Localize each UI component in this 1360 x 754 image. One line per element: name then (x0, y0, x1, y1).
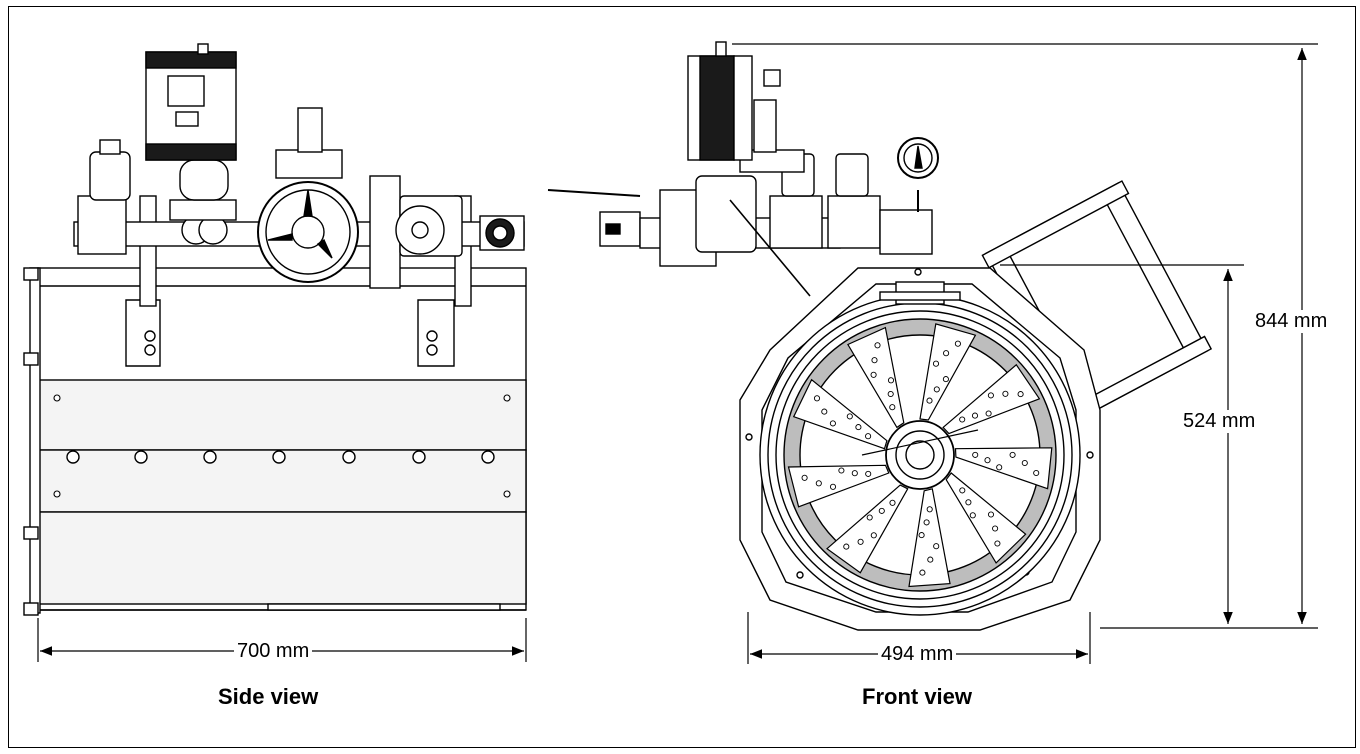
blade-perforation (972, 451, 979, 458)
blade-perforation (927, 556, 934, 563)
gas-train-side (73, 107, 525, 289)
regulator-disc (257, 181, 359, 283)
blade-perforation (874, 342, 881, 349)
blade-perforation (887, 390, 894, 398)
fan-blade (945, 472, 1027, 564)
fan-blade (908, 488, 951, 588)
blade-perforation (932, 360, 940, 367)
blade-perforation (943, 350, 950, 357)
fan-blades (787, 323, 1053, 588)
blade-perforation (843, 543, 850, 550)
blade-perforation (870, 532, 877, 539)
blade-perforation (969, 512, 976, 519)
blade-perforation (926, 397, 933, 404)
blade-perforation (871, 357, 878, 364)
side-width-label: 700 mm (234, 640, 313, 663)
blade-perforation (971, 412, 979, 419)
blade-perforation (1002, 390, 1009, 397)
blade-perforation (829, 420, 836, 427)
blade-perforation (926, 506, 933, 513)
blade-perforation (855, 424, 862, 431)
blade-perforation (996, 464, 1003, 471)
fan-blade (826, 484, 909, 574)
blade-perforation (846, 413, 853, 420)
blade-perforation (918, 532, 925, 539)
control-box-side (145, 43, 237, 161)
blade-perforation (933, 386, 940, 393)
flange-bolts (23, 267, 39, 616)
blade-perforation (1017, 391, 1024, 398)
blade-perforation (954, 340, 961, 347)
fan-blade (919, 323, 977, 421)
fan-blade (847, 326, 905, 429)
blade-perforation (887, 377, 895, 384)
blade-perforation (919, 569, 926, 576)
blade-perforation (866, 514, 873, 521)
panel-screws (53, 394, 511, 498)
blade-perforation (985, 410, 992, 417)
total-height-label: 844 mm (1252, 310, 1331, 333)
fan-blade (787, 464, 890, 508)
drawing-frame (8, 6, 1356, 748)
blade-perforation (1021, 459, 1028, 467)
blade-perforation (815, 480, 822, 487)
blade-perforation (987, 511, 995, 518)
motor-housing (981, 180, 1213, 424)
side-view (23, 43, 527, 616)
blade-perforation (857, 538, 864, 545)
blade-perforation (1033, 469, 1040, 477)
blade-perforation (994, 540, 1001, 547)
blade-perforation (992, 525, 999, 532)
blade-perforation (865, 470, 872, 477)
blade-perforation (801, 474, 808, 481)
side-view-caption: Side view (218, 684, 319, 709)
body-height-label: 524 mm (1180, 410, 1259, 433)
blade-perforation (878, 507, 885, 514)
top-fittings (879, 281, 961, 305)
blade-perforation (821, 408, 828, 415)
blade-perforation (838, 467, 845, 474)
blade-perforation (889, 404, 896, 411)
blade-perforation (813, 395, 821, 402)
ventilation-holes (66, 450, 495, 464)
front-width-label: 494 mm (878, 643, 957, 666)
blade-perforation (865, 433, 872, 440)
blade-perforation (851, 470, 858, 477)
blade-perforation (829, 483, 837, 490)
fan-blade (942, 363, 1041, 435)
blade-perforation (984, 457, 991, 464)
blade-perforation (889, 499, 896, 506)
gas-train-front (547, 99, 939, 297)
fan-hub (861, 420, 979, 490)
blade-perforation (870, 371, 877, 378)
blade-perforation (933, 543, 940, 550)
blade-perforation (965, 499, 972, 506)
front-view (547, 41, 1213, 631)
blade-perforation (987, 392, 994, 399)
blade-perforation (923, 519, 930, 526)
blade-perforation (942, 376, 949, 383)
blade-perforation (959, 416, 966, 423)
fan-blade (954, 447, 1053, 490)
blade-perforation (959, 487, 966, 494)
control-box-front (687, 41, 781, 161)
front-view-caption: Front view (862, 684, 973, 709)
front-dimensions (732, 43, 1318, 664)
blade-perforation (1009, 451, 1016, 458)
